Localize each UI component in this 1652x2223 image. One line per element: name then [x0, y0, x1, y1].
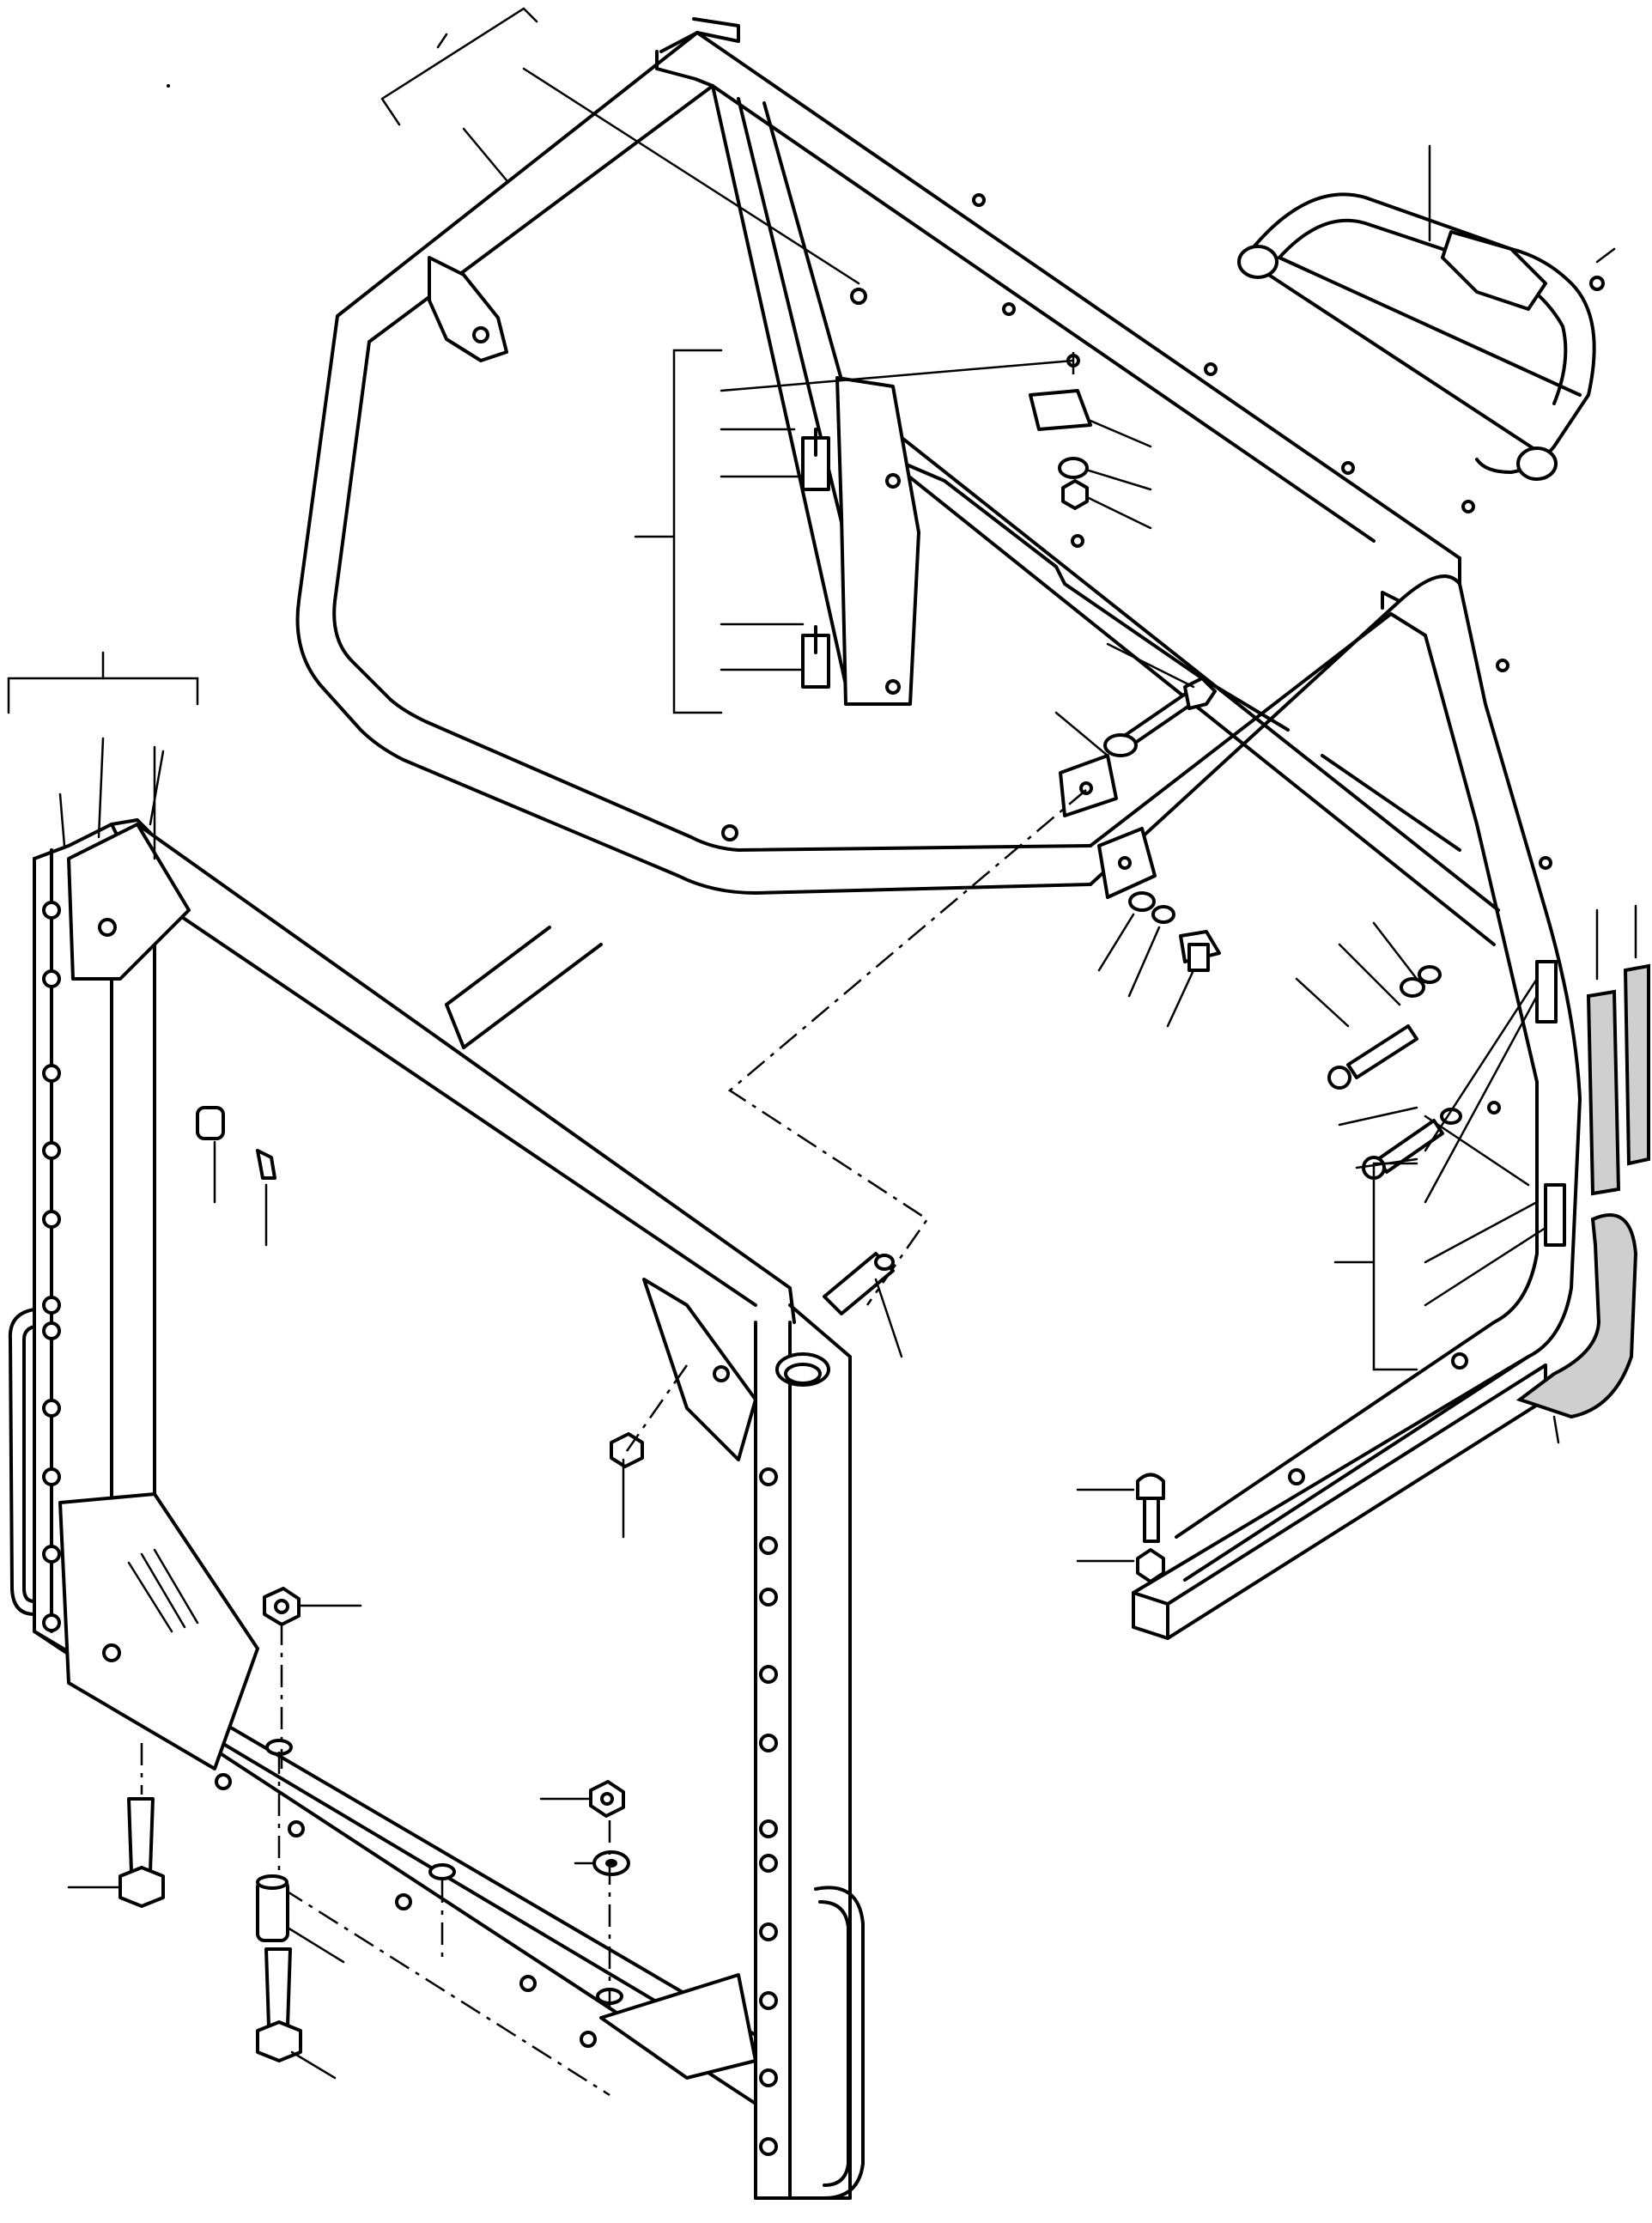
bolt	[1106, 642, 1217, 749]
glass-hatching	[127, 1548, 199, 1633]
bolt	[67, 1797, 337, 2080]
plug	[196, 1106, 225, 1140]
washer	[1097, 891, 1195, 1028]
washer	[592, 1850, 630, 1876]
washer	[1054, 711, 1138, 757]
rear-upright-frame	[1089, 556, 1582, 1582]
leader-line	[462, 67, 867, 671]
rivet	[721, 193, 1552, 1485]
bracket	[1029, 352, 1092, 431]
leader-line	[1295, 921, 1547, 1307]
bottom-side-rail	[1132, 1355, 1547, 1640]
grab-handle	[814, 1886, 865, 2200]
group-bracket	[7, 7, 1616, 1371]
front-frame	[33, 818, 852, 2200]
grab-handle	[1237, 192, 1605, 481]
bracket	[428, 256, 1157, 899]
window-frame	[295, 17, 1461, 895]
slide-rail	[848, 402, 1500, 946]
leader-line	[58, 737, 625, 1865]
nut	[1076, 1548, 1165, 1583]
cross-beam	[445, 926, 603, 1049]
tube-socket	[775, 1352, 830, 1387]
grab-handle	[8, 1308, 36, 1616]
hinge	[801, 428, 1566, 1247]
nut	[1061, 479, 1089, 510]
washer	[1400, 965, 1462, 1125]
bolt	[215, 1773, 597, 2048]
bolt	[1076, 1473, 1165, 1543]
washer	[1058, 457, 1089, 479]
nut	[263, 1432, 644, 1818]
screw	[256, 1149, 276, 1247]
bolt	[759, 1467, 778, 2156]
leader-line	[720, 359, 1152, 530]
weather-strip	[1515, 904, 1650, 1444]
bolt	[1327, 1024, 1444, 1180]
spacer	[823, 1252, 903, 1358]
bolt	[42, 901, 61, 1632]
assembly-line	[140, 789, 1087, 2097]
corner-gusset	[58, 823, 757, 2080]
bolt	[1179, 930, 1221, 972]
spacer	[256, 1874, 345, 1964]
